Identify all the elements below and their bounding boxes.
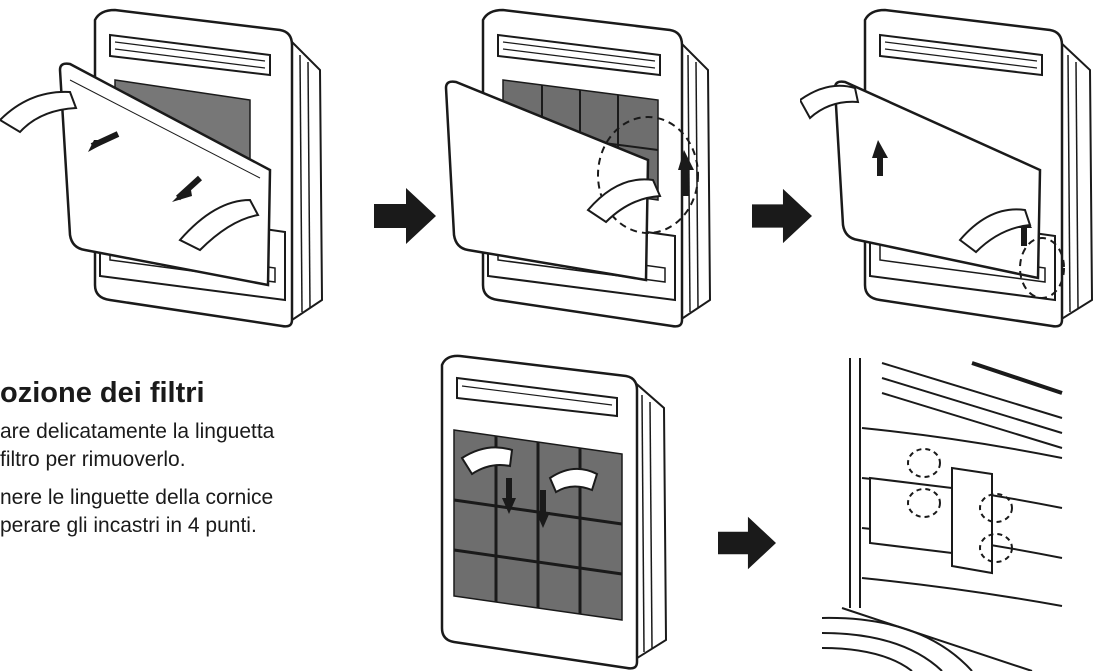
illustration-open-panel (0, 8, 324, 328)
illustration-step-1 (0, 0, 345, 330)
instruction-step-1: are delicatamente la linguetta filtro pe… (0, 418, 380, 474)
illustration-raise-panel (800, 8, 1094, 328)
illustration-frame-clips (822, 358, 1063, 671)
instruction-text: ozione dei filtri are delicatamente la l… (0, 376, 380, 540)
arrow-right-icon (718, 516, 776, 570)
illustration-lift-tab (444, 8, 712, 328)
step-2-line-1: nere le linguette della cornice (0, 486, 274, 509)
illustration-pull-filter (440, 354, 668, 670)
step-arrow-2 (752, 188, 812, 244)
step-2-line-2: perare gli incastri in 4 punti. (0, 514, 257, 537)
step-1-line-1: are delicatamente la linguetta (0, 420, 275, 443)
illustration-step-5 (822, 358, 1070, 671)
illustration-step-3 (800, 0, 1110, 330)
illustration-step-4 (432, 350, 682, 671)
step-arrow-3 (718, 515, 776, 571)
arrow-right-icon (752, 188, 812, 244)
step-1-line-2: filtro per rimuoverlo. (0, 448, 186, 471)
step-arrow-1 (374, 188, 436, 244)
section-heading: ozione dei filtri (0, 377, 205, 409)
arrow-right-icon (374, 188, 436, 244)
instruction-step-2: nere le linguette della cornice perare g… (0, 484, 380, 540)
illustration-step-2 (438, 0, 728, 330)
